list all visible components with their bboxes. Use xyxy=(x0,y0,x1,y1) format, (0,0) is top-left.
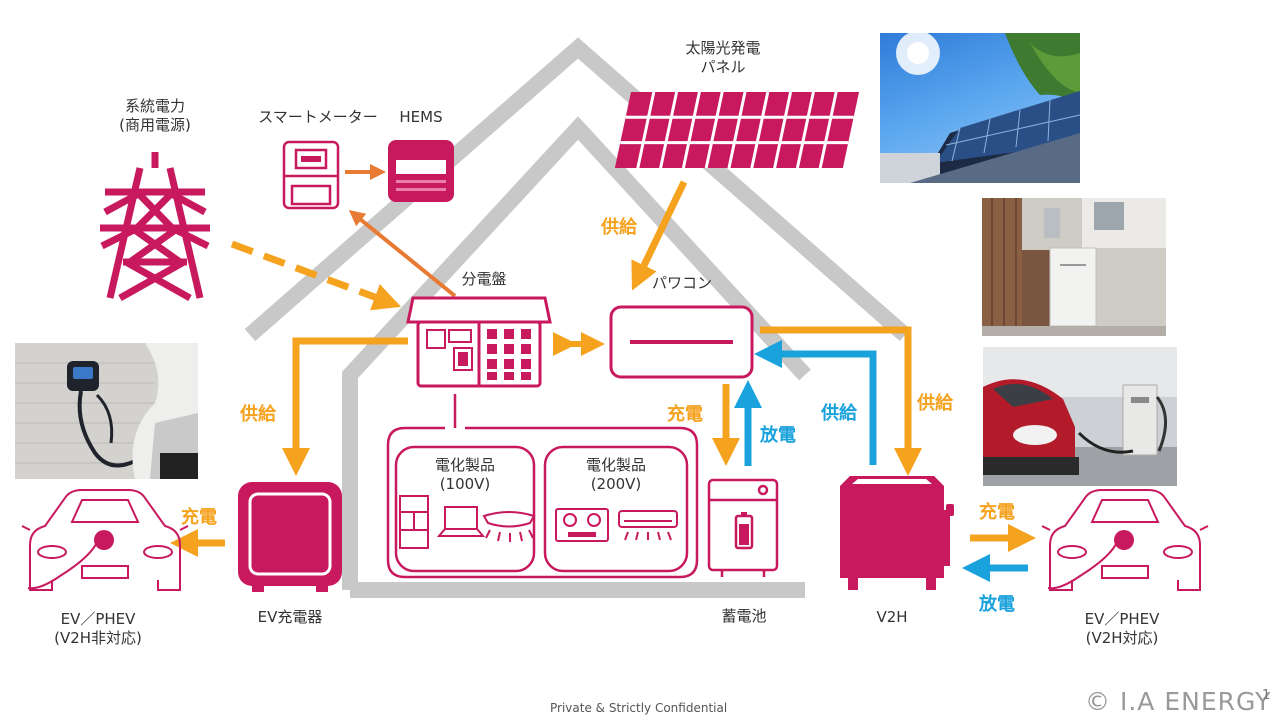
appliances-100v-line1: 電化製品 xyxy=(434,456,495,474)
ev-left-label: EV／PHEV (V2H非対応) xyxy=(38,610,158,648)
appliance-callout xyxy=(386,394,699,579)
solar-panel-label: 太陽光発電 パネル xyxy=(668,39,778,77)
solar-panel-column-line xyxy=(727,91,747,169)
solar-supply-arrow xyxy=(631,180,688,291)
left-ev-charge-label: 充電 xyxy=(181,507,217,528)
ev-car-left-icon xyxy=(21,489,189,591)
ev-left-label-line2: (V2H非対応) xyxy=(54,629,142,647)
v2h-install-photo xyxy=(983,347,1177,486)
solar-supply-label: 供給 xyxy=(601,217,637,238)
hems-icon xyxy=(388,140,454,202)
ev-right-label-line2: (V2H対応) xyxy=(1085,629,1159,647)
v2h-supply-orange-label: 供給 xyxy=(917,393,953,414)
house-outline xyxy=(244,37,911,598)
solar-panel-label-line2: パネル xyxy=(700,58,746,76)
ceiling-light-icon xyxy=(482,511,536,542)
power-conditioner-label: パワコン xyxy=(651,274,712,292)
grid-power-label-line1: 系統電力 xyxy=(124,97,185,115)
v2h-supply-to-pcs-arrow xyxy=(754,340,877,465)
panelboard-breakers xyxy=(487,329,531,380)
smart-meter-label: スマートメーター xyxy=(258,108,378,126)
v2h-supply-blue-label: 供給 xyxy=(821,403,857,424)
air-conditioner-icon xyxy=(618,510,678,541)
smart-meter-icon xyxy=(282,140,340,210)
appliances-200v-label: 電化製品 (200V) xyxy=(566,456,666,494)
solar-panel-column-line xyxy=(795,91,815,169)
ev-charger-supply-label: 供給 xyxy=(240,404,276,425)
solar-roof-photo xyxy=(880,33,1080,183)
ev-charger-install-photo xyxy=(15,343,198,479)
solar-panel-label-line1: 太陽光発電 xyxy=(685,39,761,57)
page-number: 1 xyxy=(1262,688,1271,703)
battery-label: 蓄電池 xyxy=(721,607,767,625)
ev-right-label: EV／PHEV (V2H対応) xyxy=(1062,610,1182,648)
v2h-icon xyxy=(840,476,954,590)
solar-panel-column-line xyxy=(636,91,656,169)
solar-panel-column-line xyxy=(659,91,679,169)
panelboard-label: 分電盤 xyxy=(461,270,507,288)
solar-panel-column-line xyxy=(818,91,838,169)
solar-panel-column-line xyxy=(681,91,701,169)
right-ev-charge-label: 充電 xyxy=(979,502,1015,523)
right-ev-discharge-label: 放電 xyxy=(979,594,1015,615)
solar-panel-column-line xyxy=(704,91,724,169)
copyright-text: © I.A ENERGY xyxy=(1085,687,1272,716)
appliances-100v-label: 電化製品 (100V) xyxy=(415,456,515,494)
v2h-label: V2H xyxy=(876,608,908,626)
battery-charge-label: 充電 xyxy=(667,404,703,425)
ev-charger-label: EV充電器 xyxy=(257,608,323,626)
grid-power-label: 系統電力 (商用電源) xyxy=(95,97,215,135)
solar-panel-column-line xyxy=(750,91,770,169)
laptop-icon xyxy=(436,506,486,537)
supply-to-ev-charger-arrow xyxy=(282,337,408,476)
ev-car-right-icon xyxy=(1041,489,1209,591)
power-conditioner-icon xyxy=(609,305,754,379)
solar-panel-grid xyxy=(620,91,854,169)
solar-panel-column-line xyxy=(773,91,793,169)
confidential-footer: Private & Strictly Confidential xyxy=(550,701,728,715)
ev-right-label-line1: EV／PHEV xyxy=(1084,610,1160,628)
solar-cells xyxy=(620,91,854,169)
grid-supply-arrow xyxy=(230,240,402,311)
battery-install-photo xyxy=(982,198,1166,336)
ih-cooktop-icon xyxy=(555,508,609,542)
grid-power-label-line2: (商用電源) xyxy=(119,116,191,134)
fridge-icon xyxy=(399,495,429,549)
appliances-100v-line2: (100V) xyxy=(439,475,491,493)
ev-charger-icon xyxy=(238,482,342,592)
transmission-tower-icon xyxy=(100,152,210,302)
appliances-200v-line1: 電化製品 xyxy=(585,456,646,474)
ev-left-label-line1: EV／PHEV xyxy=(60,610,136,628)
panelboard-to-meter-arrow xyxy=(348,209,457,298)
battery-icon xyxy=(707,478,779,577)
hems-label: HEMS xyxy=(399,108,443,126)
supply-to-v2h-arrow xyxy=(760,326,922,476)
appliances-200v-line2: (200V) xyxy=(590,475,642,493)
battery-discharge-label: 放電 xyxy=(760,425,796,446)
